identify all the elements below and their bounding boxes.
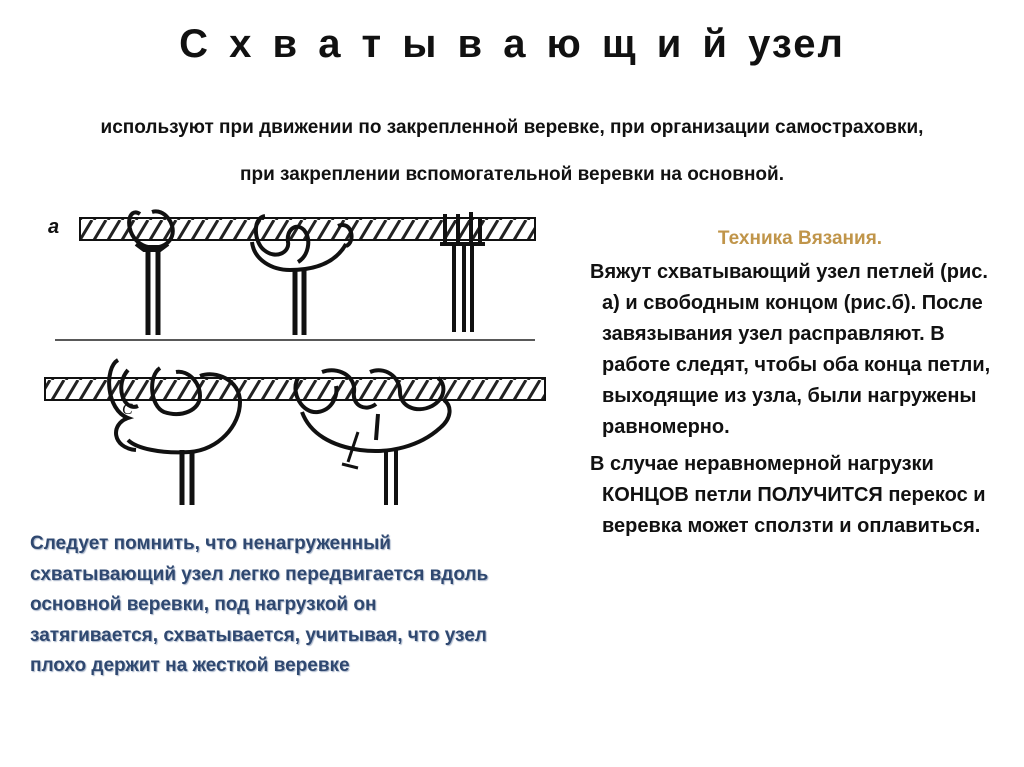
knot-b1 [107,358,243,505]
subtitle-line-2: при закреплении вспомогательной веревки … [240,164,784,185]
knot-b2 [293,368,452,505]
slide-title: С х в а т ы в а ю щ и й узел [179,22,845,66]
figure-label-a: а [48,216,60,238]
technique-panel: Техника Вязания. Вяжут схватывающий узел… [580,228,1000,548]
knot-a1 [127,209,175,335]
technique-paragraph-2: В случае неравномерной нагрузки КОНЦОВ п… [590,453,986,537]
knot-illustration: C [44,209,546,505]
technique-heading: Техника Вязания. [717,228,883,249]
subtitle-line-1: используют при движении по закрепленной … [100,117,924,138]
figure-b-label: C [122,401,133,418]
knot-a3 [440,212,485,332]
technique-paragraph-1: Вяжут схватывающий узел петлей (рис. а) … [590,261,991,438]
note-text: Следует помнить, что ненагруженный схват… [30,533,489,676]
knot-a2 [250,214,354,335]
